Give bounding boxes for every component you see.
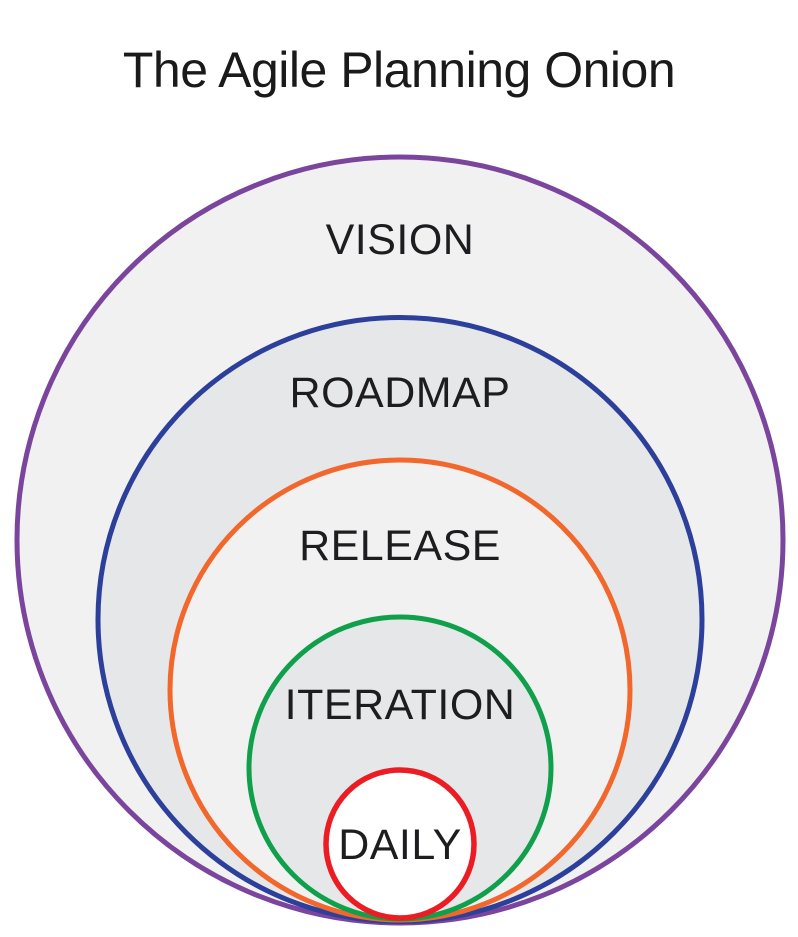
daily-circle	[323, 767, 477, 921]
roadmap-label: ROADMAP	[290, 369, 511, 417]
page-title: The Agile Planning Onion	[122, 42, 676, 98]
vision-label: VISION	[326, 216, 475, 264]
daily-label: DAILY	[338, 821, 462, 869]
release-label: RELEASE	[299, 522, 501, 570]
iteration-label: ITERATION	[285, 681, 516, 729]
